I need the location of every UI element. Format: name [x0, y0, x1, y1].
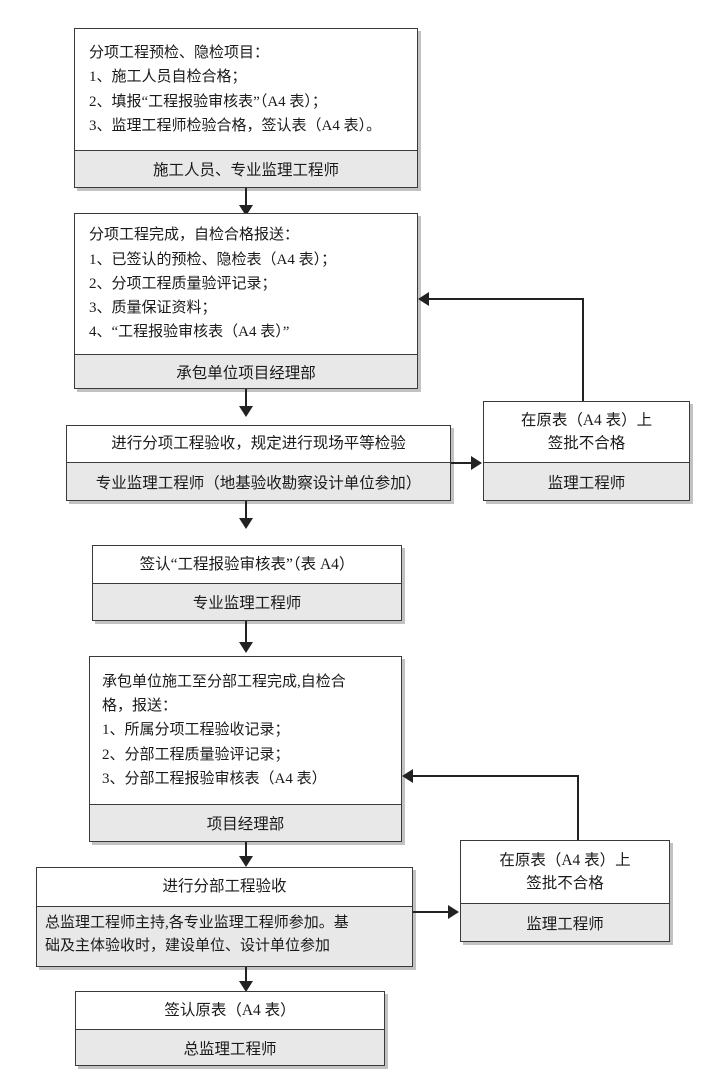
node-line: 2、分项工程质量验评记录；	[89, 275, 277, 292]
edge-n2-n3-line	[245, 389, 247, 413]
node-body: 承包单位施工至分部工程完成,自检合 格，报送： 1、所属分项工程验收记录； 2、…	[90, 657, 401, 804]
node-line: 进行分部工程验收	[162, 878, 287, 896]
edge-r1-n2-vline	[582, 298, 584, 402]
node-body: 签认“工程报验审核表”（表 A4）	[93, 546, 401, 583]
node-actor-label: 施工人员、专业监理工程师	[152, 162, 339, 179]
node-reject-stamp-1[interactable]: 在原表（A4 表）上 签批不合格 监理工程师	[483, 401, 690, 501]
node-line: 分项工程完成，自检合格报送：	[89, 227, 300, 244]
node-sign-original-form[interactable]: 签认原表（A4 表） 总监理工程师	[75, 991, 385, 1066]
node-actor: 监理工程师	[461, 903, 669, 941]
node-actor-label: 监理工程师	[547, 474, 626, 492]
node-actor-label: 专业监理工程师	[192, 595, 302, 612]
edge-n6-n7-arrowhead	[239, 981, 253, 992]
node-actor-label: 监理工程师	[526, 915, 604, 933]
node-line: 分项工程预检、隐检项目：	[89, 44, 270, 61]
node-line: 2、填报“工程报验审核表”（A4 表）；	[89, 93, 327, 110]
node-line: 2、分部工程质量验评记录；	[102, 746, 290, 763]
node-actor: 项目经理部	[90, 804, 401, 841]
node-line: 签批不合格	[547, 435, 626, 452]
node-actor: 承包单位项目经理部	[75, 354, 417, 388]
edge-n3-n4-line	[245, 501, 247, 525]
node-actor: 总监理工程师	[76, 1029, 384, 1065]
node-sign-review-form[interactable]: 签认“工程报验审核表”（表 A4） 专业监理工程师	[92, 545, 402, 621]
node-actor-label: 承包单位项目经理部	[176, 364, 316, 382]
node-line: 签批不合格	[526, 875, 604, 892]
node-body: 在原表（A4 表）上 签批不合格	[484, 402, 689, 462]
edge-n6-r2-arrowhead	[448, 905, 459, 919]
node-actor-label: 础及主体验收时，建设单位、设计单位参加	[45, 938, 331, 955]
node-body: 签认原表（A4 表）	[76, 992, 384, 1029]
node-actor: 监理工程师	[484, 462, 689, 500]
node-line: 格，报送：	[102, 698, 178, 715]
node-line: 在原表（A4 表）上	[520, 411, 653, 429]
node-line: 1、施工人员自检合格；	[89, 69, 247, 86]
node-body: 分项工程完成，自检合格报送： 1、已签认的预检、隐检表（A4 表）； 2、分项工…	[75, 214, 417, 354]
edge-r2-n5-arrowhead	[402, 769, 413, 783]
edge-n1-n2-line	[245, 188, 247, 212]
edge-n6-n7-line	[245, 967, 247, 985]
edge-r2-n5-vline	[577, 775, 579, 841]
node-actor: 总监理工程师主持,各专业监理工程师参加。基 础及主体验收时，建设单位、设计单位参…	[37, 906, 412, 966]
node-subitem-pre-inspection[interactable]: 分项工程预检、隐检项目： 1、施工人员自检合格； 2、填报“工程报验审核表”（A…	[74, 28, 418, 188]
node-body: 进行分部工程验收	[37, 868, 412, 906]
node-subitem-complete-report[interactable]: 分项工程完成，自检合格报送： 1、已签认的预检、隐检表（A4 表）； 2、分项工…	[74, 213, 418, 389]
node-division-complete-report[interactable]: 承包单位施工至分部工程完成,自检合 格，报送： 1、所属分项工程验收记录； 2、…	[89, 656, 402, 842]
node-line: 承包单位施工至分部工程完成,自检合	[102, 673, 346, 690]
node-line: 签认原表（A4 表）	[164, 1001, 296, 1019]
edge-r1-n2-arrowhead	[418, 292, 429, 306]
edge-n5-n6-arrowhead	[239, 856, 253, 867]
node-actor: 专业监理工程师（地基验收勘察设计单位参加）	[67, 462, 450, 500]
node-actor: 专业监理工程师	[93, 583, 401, 620]
edge-n4-n5-arrowhead	[239, 642, 253, 653]
edge-r1-n2-hline	[429, 298, 584, 300]
edge-n1-n2-arrowhead	[239, 205, 253, 216]
node-line: 3、分部工程报验审核表（A4 表）	[102, 770, 327, 787]
node-subitem-acceptance[interactable]: 进行分项工程验收，规定进行现场平等检验 专业监理工程师（地基验收勘察设计单位参加…	[66, 425, 451, 501]
node-actor-label: 专业监理工程师（地基验收勘察设计单位参加）	[95, 474, 422, 492]
node-line: 1、所属分项工程验收记录；	[102, 722, 290, 739]
node-line: 签认“工程报验审核表”（表 A4）	[139, 555, 355, 573]
edge-n4-n5-line	[245, 621, 247, 649]
node-line: 在原表（A4 表）上	[499, 851, 631, 869]
edge-n3-r1-arrowhead	[471, 456, 482, 470]
node-line: 3、质量保证资料；	[89, 300, 217, 317]
node-line: 4、“工程报验审核表（A4 表）”	[89, 324, 290, 341]
node-division-acceptance[interactable]: 进行分部工程验收 总监理工程师主持,各专业监理工程师参加。基 础及主体验收时，建…	[36, 867, 413, 967]
node-body: 进行分项工程验收，规定进行现场平等检验	[67, 426, 450, 462]
edge-n5-n6-line	[245, 842, 247, 858]
node-actor-label: 项目经理部	[206, 816, 285, 833]
node-reject-stamp-2[interactable]: 在原表（A4 表）上 签批不合格 监理工程师	[460, 840, 670, 942]
edge-n3-n4-arrowhead	[239, 518, 253, 529]
node-actor-label: 总监理工程师主持,各专业监理工程师参加。基	[45, 915, 349, 931]
node-body: 分项工程预检、隐检项目： 1、施工人员自检合格； 2、填报“工程报验审核表”（A…	[75, 29, 417, 150]
edge-n6-r2-line	[413, 911, 449, 913]
node-line: 3、监理工程师检验合格，签认表（A4 表）。	[89, 117, 382, 134]
edge-n2-n3-arrowhead	[239, 406, 253, 417]
node-actor: 施工人员、专业监理工程师	[75, 150, 417, 187]
edge-n3-r1-line	[451, 462, 472, 464]
edge-r2-n5-hline	[413, 775, 579, 777]
node-line: 进行分项工程验收，规定进行现场平等检验	[111, 435, 406, 453]
node-line: 1、已签认的预检、隐检表（A4 表）；	[89, 251, 337, 268]
node-body: 在原表（A4 表）上 签批不合格	[461, 841, 669, 903]
node-actor-label: 总监理工程师	[183, 1040, 277, 1058]
